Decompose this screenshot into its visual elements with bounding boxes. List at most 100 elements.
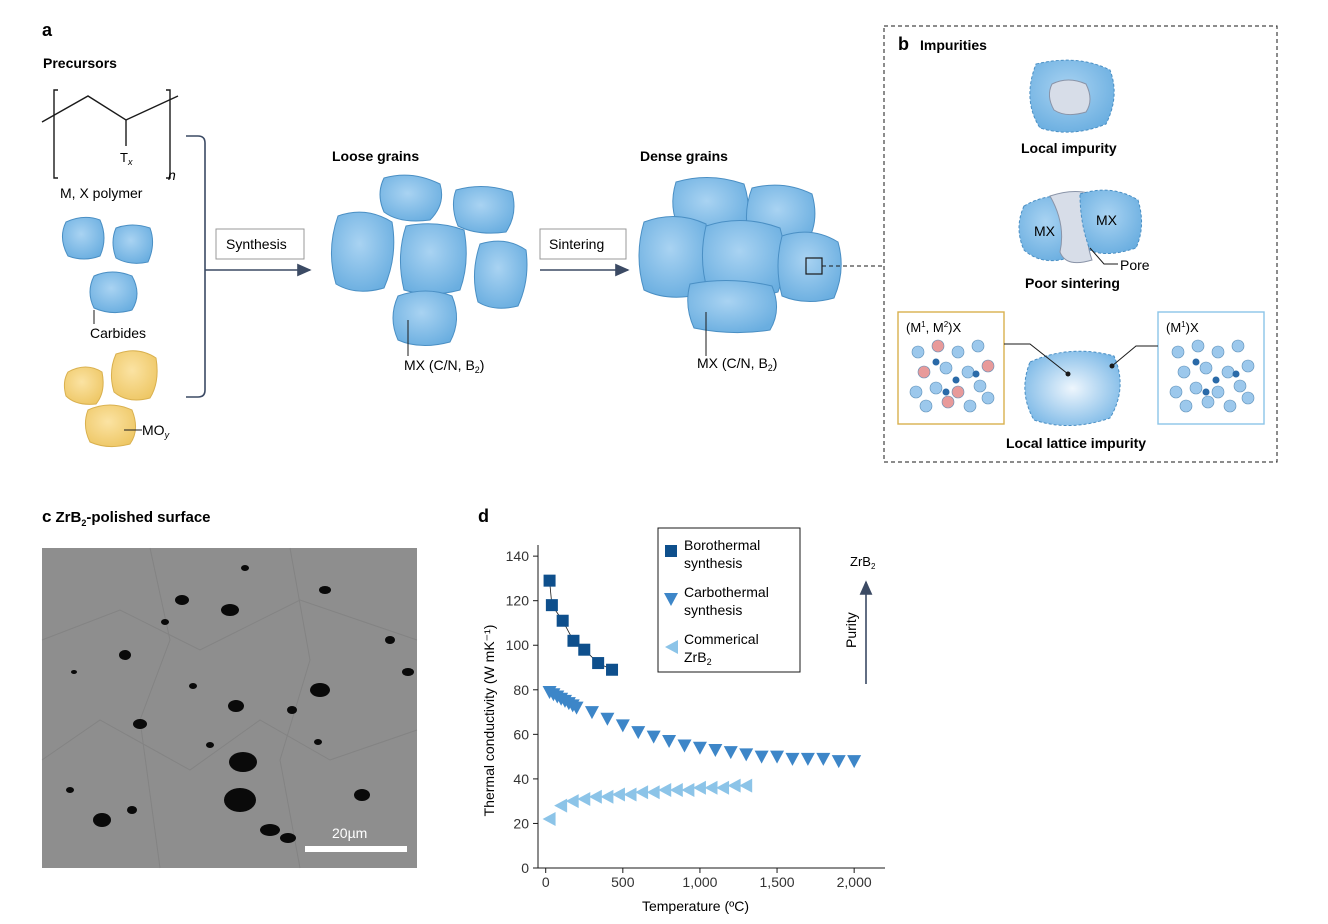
- legend-commercial-2: ZrB2: [684, 649, 712, 667]
- data-point: [543, 574, 556, 587]
- panel-b-frame: [883, 25, 1278, 463]
- data-point: [785, 752, 800, 766]
- polymer-label: M, X polymer: [60, 185, 143, 201]
- mx-left-label: MX: [1034, 223, 1056, 239]
- lattice-atom: [939, 361, 953, 375]
- lattice-atom-small: [932, 358, 940, 366]
- data-point: [754, 750, 769, 764]
- purity-label: Purity: [843, 612, 859, 648]
- lattice-atom-small: [972, 370, 980, 378]
- data-point: [545, 599, 558, 612]
- pore: [224, 788, 256, 812]
- lattice-atom: [981, 359, 995, 373]
- data-point: [569, 701, 584, 715]
- lattice-atom: [1189, 381, 1203, 395]
- data-point: [800, 752, 815, 766]
- panel-a-letter: a: [42, 20, 53, 40]
- dense-mx-label: MX (C/N, B2): [697, 355, 777, 373]
- lattice-atom: [961, 365, 975, 379]
- lattice-atom-small: [1202, 388, 1210, 396]
- lattice-atom: [1201, 395, 1215, 409]
- lattice-dot-left: [1065, 371, 1071, 377]
- lattice-atom: [941, 395, 955, 409]
- data-point: [681, 783, 695, 798]
- legend-borothermal-1: Borothermal: [684, 537, 760, 553]
- y-tick-label: 100: [506, 637, 530, 653]
- data-point: [592, 657, 605, 670]
- data-point: [831, 755, 846, 769]
- legend-marker-carbothermal: [664, 593, 678, 606]
- data-point: [704, 780, 718, 795]
- lattice-right-label: (M1)X: [1166, 320, 1199, 335]
- lattice-atom-small: [942, 388, 950, 396]
- chart-legend: [657, 527, 801, 673]
- legend-marker-borothermal: [665, 545, 677, 557]
- local-impurity-label: Local impurity: [1021, 140, 1117, 156]
- lattice-atom: [981, 391, 995, 405]
- data-point: [770, 750, 785, 764]
- sintering-box: [539, 228, 627, 260]
- pore: [206, 742, 214, 748]
- pore: [221, 604, 239, 616]
- pore: [241, 565, 249, 571]
- pore: [354, 789, 370, 801]
- legend-carbothermal-2: synthesis: [684, 602, 742, 618]
- lattice-atom: [963, 399, 977, 413]
- carbide-grains: [62, 216, 154, 314]
- data-point: [565, 794, 579, 809]
- polymer-index: n: [168, 167, 176, 183]
- lattice-atom: [929, 381, 943, 395]
- pore: [127, 806, 137, 814]
- local-impurity-grain: [1029, 59, 1115, 133]
- pore: [229, 752, 257, 772]
- panel-b-title: Impurities: [920, 37, 987, 53]
- lattice-atom: [1191, 339, 1205, 353]
- pore: [280, 833, 296, 843]
- oxide-grains: [63, 350, 158, 448]
- loose-mx-label: MX (C/N, B2): [404, 357, 484, 375]
- pore-leader: [1089, 247, 1118, 265]
- data-point: [716, 780, 730, 795]
- panel-d-letter: d: [478, 506, 489, 526]
- pore: [260, 824, 280, 836]
- lattice-left-atoms: [909, 339, 995, 413]
- dense-grains: [638, 176, 842, 334]
- pore: [161, 619, 169, 625]
- local-lattice-impurity-label: Local lattice impurity: [1006, 435, 1146, 451]
- y-tick-label: 40: [513, 771, 529, 787]
- data-point: [577, 791, 591, 806]
- lattice-atom-small: [1212, 376, 1220, 384]
- purity-top-label: ZrB2: [850, 554, 876, 571]
- legend-marker-commercial: [665, 640, 678, 654]
- data-point: [635, 785, 649, 800]
- x-tick-label: 2,000: [837, 874, 872, 890]
- x-tick-label: 1,500: [760, 874, 795, 890]
- lattice-atom: [973, 379, 987, 393]
- pore: [71, 670, 77, 674]
- lattice-atom: [1241, 391, 1255, 405]
- y-axis-label: Thermal conductivity (W mK⁻¹): [481, 625, 497, 817]
- lattice-left-label: (M1, M2)X: [906, 320, 961, 335]
- data-point: [600, 712, 615, 726]
- x-tick-label: 1,000: [682, 874, 717, 890]
- micrograph-grains: [41, 547, 418, 869]
- pore: [402, 668, 414, 676]
- pore: [93, 813, 111, 827]
- y-tick-label: 120: [506, 593, 530, 609]
- data-point: [658, 783, 672, 798]
- synthesis-label: Synthesis: [226, 236, 287, 252]
- data-point: [600, 789, 614, 804]
- legend-borothermal-2: synthesis: [684, 555, 742, 571]
- pore: [133, 719, 147, 729]
- data-point: [588, 789, 602, 804]
- lattice-atom: [1221, 365, 1235, 379]
- pore: [314, 739, 322, 745]
- lattice-atom-small: [1232, 370, 1240, 378]
- lattice-atom: [931, 339, 945, 353]
- pore: [189, 683, 197, 689]
- x-axis-label: Temperature (ºC): [642, 898, 749, 914]
- pore: [119, 650, 131, 660]
- lattice-atom: [917, 365, 931, 379]
- legend-commercial-1: Commerical: [684, 631, 759, 647]
